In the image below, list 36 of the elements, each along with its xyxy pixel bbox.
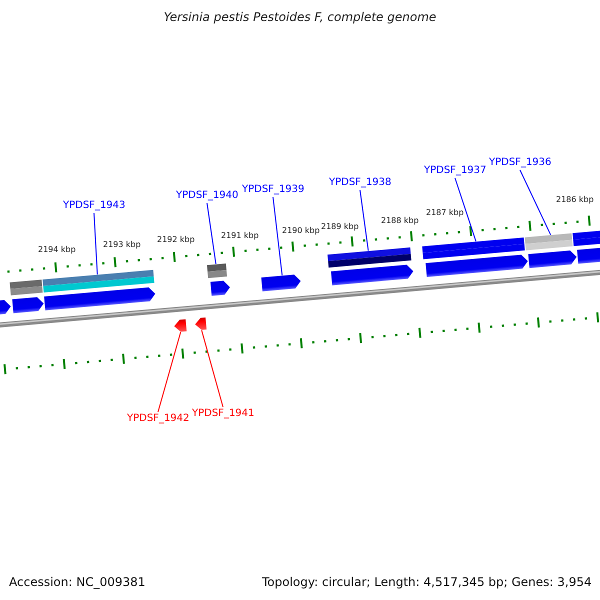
title: Yersinia pestis Pestoides F, complete genome	[162, 10, 438, 24]
gene-label: YPDSF_1936	[489, 157, 552, 169]
gene-label: YPDSF_1938	[329, 177, 392, 189]
scale-label: 2188 kbp	[381, 216, 419, 226]
leader-line	[454, 178, 476, 242]
scale-label: 2192 kbp	[157, 235, 195, 245]
scale-label: 2190 kbp	[282, 226, 320, 236]
scale-label: 2193 kbp	[103, 240, 141, 250]
scale-label: 2191 kbp	[221, 231, 259, 241]
leader-line	[201, 330, 224, 408]
gene-feature	[261, 274, 301, 292]
leader-line	[206, 202, 216, 265]
gene-label: YPDSF_1943	[63, 200, 126, 212]
gene-label: YPDSF_1942	[127, 413, 190, 425]
leader-line	[520, 170, 552, 236]
gene-label: YPDSF_1940	[176, 190, 238, 202]
gene-bar	[206, 264, 228, 278]
gene-bar	[42, 270, 154, 292]
gene-label: YPDSF_1937	[424, 165, 486, 177]
gene-bar	[524, 233, 573, 250]
scale-label: 2189 kbp	[321, 222, 359, 232]
leader-line	[360, 190, 369, 252]
gene-feature	[195, 318, 207, 330]
gene-label: YPDSF_1941	[192, 408, 254, 420]
scale-label: 2194 kbp	[38, 245, 76, 255]
footer-text: Accession: NC_009381	[9, 575, 146, 589]
scale-label: 2187 kbp	[426, 208, 464, 218]
gene-bar	[422, 237, 525, 260]
gene-feature	[174, 319, 187, 332]
scale-label: 2186 kbp	[556, 195, 594, 205]
gene-label: YPDSF_1939	[242, 184, 304, 196]
leader-line	[272, 196, 283, 276]
footer-text: Topology: circular; Length: 4,517,345 bp; Genes: 3,954	[262, 575, 592, 589]
gene-bar	[328, 247, 412, 268]
leader-line	[94, 212, 98, 275]
leader-line	[158, 332, 182, 412]
